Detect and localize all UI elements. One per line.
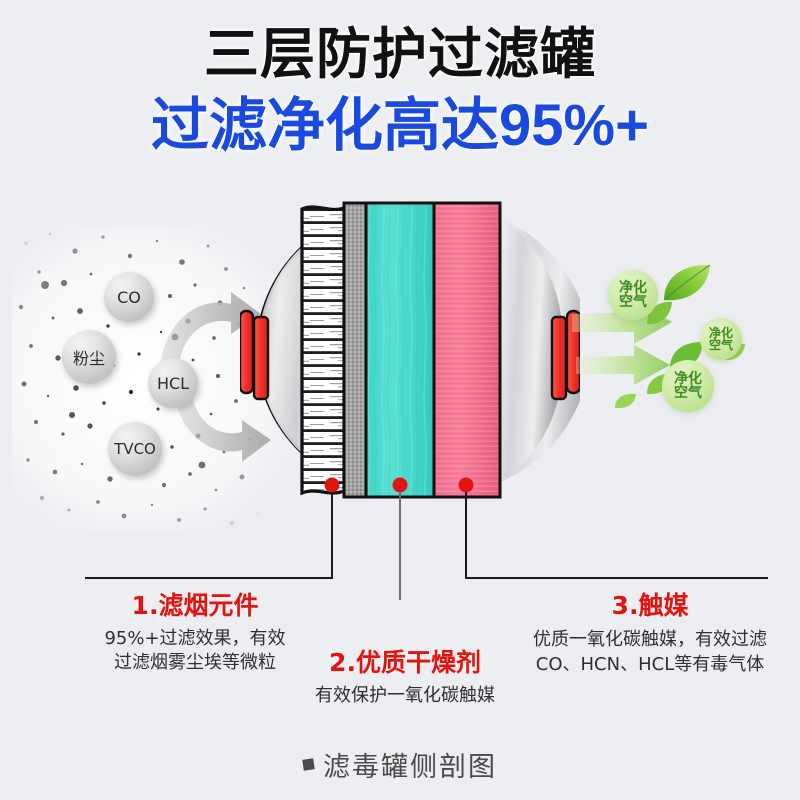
pollutant-bubble-hcl: HCL [148, 358, 198, 408]
layer-smoke-filter-element [300, 205, 346, 496]
footer-caption-text: 滤毒罐侧剖图 [323, 752, 497, 783]
pollutant-bubble-label: 粉尘 [72, 349, 105, 368]
canister-right-dome [498, 215, 563, 485]
clean-air-circle-line1: 净化 [674, 370, 702, 387]
layer-catalyst [432, 201, 502, 499]
leaf-icon-1 [663, 264, 711, 301]
callout-marker-2 [392, 477, 408, 493]
pollutant-bubble-dust: 粉尘 [62, 330, 116, 384]
clean-air-circle-line2: 空气 [708, 338, 733, 352]
callout-title-1: 1.滤烟元件 [131, 591, 259, 620]
footer-caption: 滤毒罐侧剖图 [0, 745, 800, 784]
clean-air-circle-2: 净化 空气 [700, 318, 742, 360]
pollutant-bubble-label: HCL [156, 373, 190, 393]
callout-desc-3-line-2: CO、HCN、HCL等有毒气体 [535, 654, 765, 676]
contaminant-flow-arrow-bottom-icon [174, 394, 271, 462]
clean-air-circle-line1: 净化 [708, 325, 733, 340]
callout-marker-3 [458, 477, 474, 493]
callout-title-3: 3.触媒 [611, 591, 689, 620]
clean-air-circle-3: 净化 空气 [662, 360, 714, 412]
callout-block-2: 2.优质干燥剂 有效保护一氧化碳触媒 [270, 643, 540, 708]
leaf-icon-2 [647, 301, 672, 325]
callout-marker-1 [324, 477, 340, 493]
leader-line-1 [85, 492, 333, 579]
callout-desc-2-line-1: 有效保护一氧化碳触媒 [315, 685, 495, 706]
callout-title-2: 2.优质干燥剂 [329, 648, 481, 677]
canister-tab-left [240, 309, 270, 401]
callout-desc-3-line-1: 优质一氧化碳触媒，有效过滤 [533, 629, 767, 650]
callout-block-1: 1.滤烟元件 95%+过滤效果，有效 过滤烟雾尘埃等微粒 [60, 586, 330, 676]
page-title-sub: 过滤净化高达95%+ [151, 93, 649, 158]
layer-mesh-screen [342, 201, 368, 499]
pollutant-bubble-co: CO [104, 272, 154, 322]
pollutant-bubble-tvco: TVCO [108, 422, 162, 476]
pollutant-bubble-label: CO [117, 287, 141, 307]
pollutant-bubble-label: TVCO [114, 440, 156, 458]
leaf-icon-6 [615, 393, 636, 409]
clean-air-arrow-bottom-icon [576, 345, 670, 385]
filter-canister-cross-section [240, 201, 580, 499]
square-bullet-icon [302, 758, 315, 771]
clean-air-circle-1: 净化 空气 [608, 270, 658, 320]
layer-desiccant [364, 201, 436, 499]
callout-block-3: 3.触媒 优质一氧化碳触媒，有效过滤 CO、HCN、HCL等有毒气体 [500, 586, 800, 677]
callout-desc-1-line-1: 95%+过滤效果，有效 [104, 628, 286, 649]
contaminant-flow-arrow-top-icon [161, 292, 261, 364]
callout-leader-lines [85, 492, 768, 600]
leader-line-3 [465, 492, 768, 579]
callout-desc-1-line-2: 过滤烟雾尘埃等微粒 [114, 652, 276, 674]
clean-air-circle-line2: 空气 [674, 385, 702, 401]
page-title-main: 三层防护过滤罐 [203, 23, 596, 85]
clean-air-circle-line2: 空气 [619, 294, 647, 310]
clean-air-circle-line1: 净化 [619, 279, 647, 296]
